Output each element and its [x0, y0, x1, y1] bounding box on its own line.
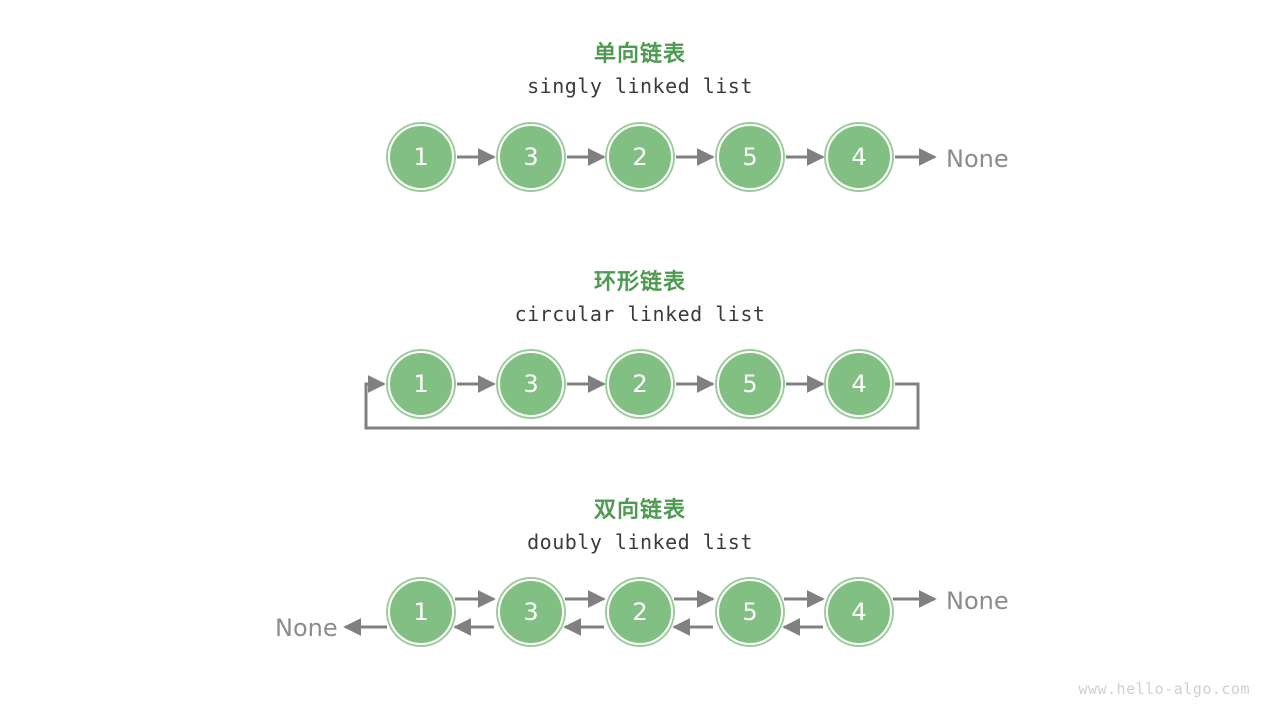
- node-doubly-4: 4: [826, 579, 892, 645]
- singly-title-en: singly linked list: [527, 74, 753, 98]
- doubly-head-none-label: None: [275, 614, 338, 642]
- node-doubly-3: 5: [717, 579, 783, 645]
- circular-arrows: [364, 375, 920, 430]
- watermark: www.hello-algo.com: [1078, 680, 1250, 698]
- doubly-title-en: doubly linked list: [527, 530, 753, 554]
- node-circular-3: 5: [717, 351, 783, 417]
- node-singly-2: 2: [607, 124, 673, 190]
- circular-loopback-path: [364, 375, 920, 430]
- node-singly-3: 5: [717, 124, 783, 190]
- node-circular-2: 2: [607, 351, 673, 417]
- circular-title-en: circular linked list: [514, 302, 766, 326]
- circular-title-cn: 环形链表: [593, 270, 686, 295]
- doubly-tail-none-label: None: [946, 587, 1009, 615]
- node-circular-0: 1: [388, 351, 454, 417]
- node-doubly-0: 1: [388, 579, 454, 645]
- node-circular-1: 3: [498, 351, 564, 417]
- node-doubly-1: 3: [498, 579, 564, 645]
- doubly-title-cn: 双向链表: [593, 498, 686, 523]
- node-singly-0: 1: [388, 124, 454, 190]
- node-doubly-2: 2: [607, 579, 673, 645]
- singly-tail-none-label: None: [946, 145, 1009, 173]
- node-singly-1: 3: [498, 124, 564, 190]
- singly-title-cn: 单向链表: [593, 42, 686, 67]
- node-circular-4: 4: [826, 351, 892, 417]
- node-singly-4: 4: [826, 124, 892, 190]
